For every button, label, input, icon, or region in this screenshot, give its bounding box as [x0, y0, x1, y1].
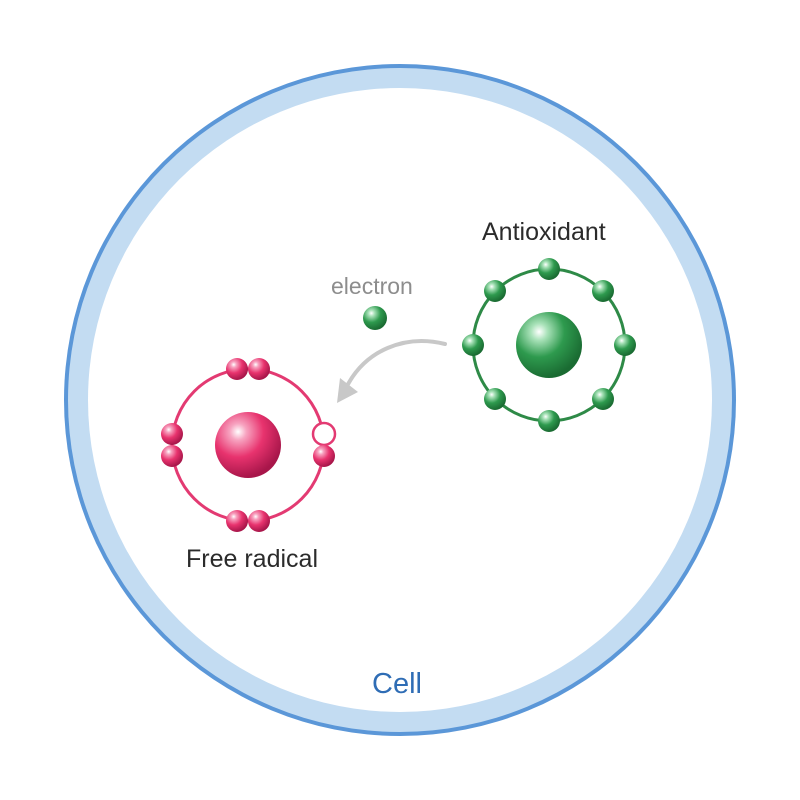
electron-label: electron [331, 273, 413, 299]
antioxidant-electron [614, 334, 636, 356]
antioxidant-atom [462, 258, 636, 432]
free-radical-electron-missing [311, 421, 337, 447]
free-radical-electron [248, 510, 270, 532]
free-radical-electron [161, 445, 183, 467]
free-radical-electron [226, 510, 248, 532]
cell-membrane [64, 64, 736, 736]
cell-label: Cell [372, 668, 422, 700]
antioxidant-electron [592, 388, 614, 410]
free-radical-electron [226, 358, 248, 380]
antioxidant-electron [592, 280, 614, 302]
donated-electron [363, 306, 387, 330]
antioxidant-electron [484, 388, 506, 410]
antioxidant-nucleus [516, 312, 582, 378]
free-radical-nucleus [215, 412, 281, 478]
free-radical-electron [313, 445, 335, 467]
free-radical-label: Free radical [186, 545, 318, 573]
antioxidant-electron [538, 410, 560, 432]
antioxidant-electron [484, 280, 506, 302]
transfer-arrow-icon [337, 339, 447, 403]
antioxidant-electron [538, 258, 560, 280]
free-radical-atom [161, 358, 337, 532]
free-radical-electron [248, 358, 270, 380]
antioxidant-electron [462, 334, 484, 356]
antioxidant-label: Antioxidant [482, 218, 606, 246]
free-radical-electron [161, 423, 183, 445]
